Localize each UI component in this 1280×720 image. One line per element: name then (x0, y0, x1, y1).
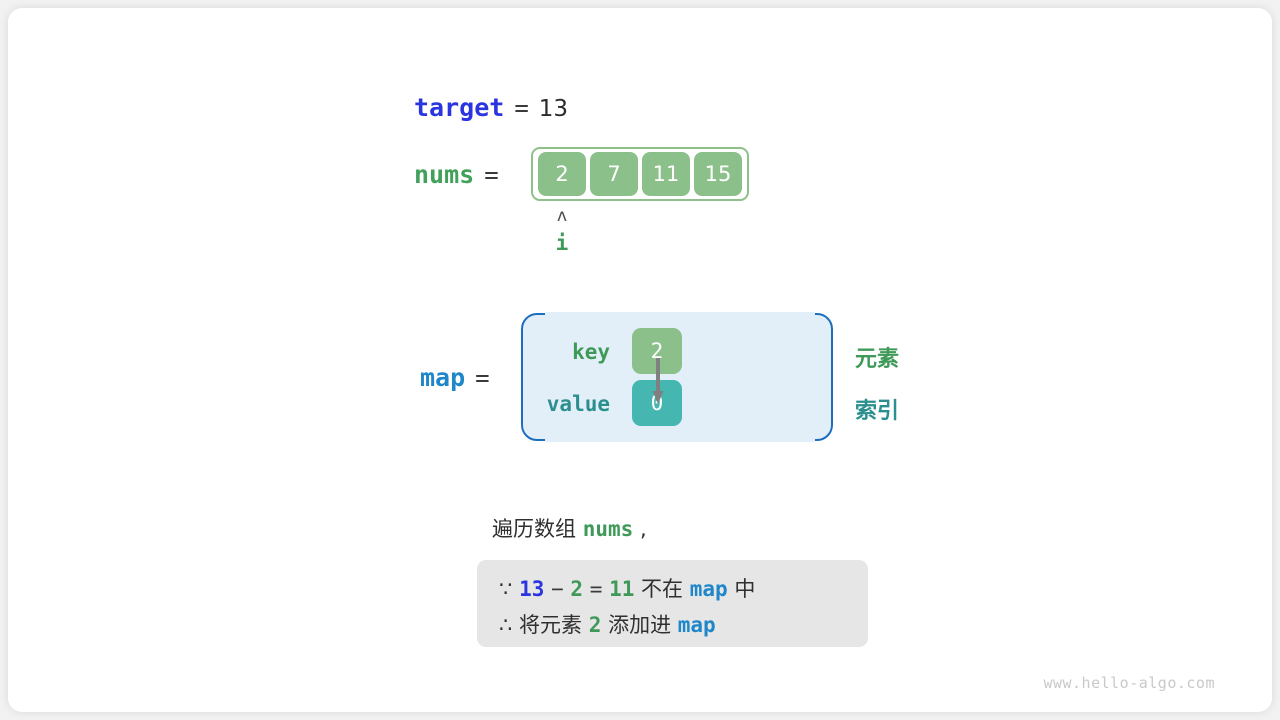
caption-code: nums (582, 517, 634, 541)
map-row: map = (420, 363, 500, 392)
note2-mid: 添加进 (601, 613, 678, 637)
target-variable-label: target (414, 93, 505, 122)
note1-minus: − (551, 577, 564, 601)
because-symbol: ∵ (499, 577, 513, 601)
side-label-element: 元素 (855, 347, 900, 372)
explanation-line-2: ∴ 将元素 2 添加进 map (499, 607, 846, 643)
nums-array-frame: 2 7 11 15 (531, 147, 749, 201)
therefore-symbol: ∴ (499, 613, 513, 637)
index-pointer-label: i (555, 231, 569, 255)
map-key-label: key (572, 340, 610, 364)
note1-equals: = (589, 577, 603, 601)
explanation-line-1: ∵ 13 − 2 = 11 不在 map 中 (499, 571, 846, 607)
explanation-box: ∵ 13 − 2 = 11 不在 map 中 ∴ 将元素 2 添加进 map (477, 560, 868, 647)
array-cell-0: 2 (538, 152, 586, 196)
target-value: 13 (538, 96, 569, 122)
array-cell-3: 15 (694, 152, 742, 196)
nums-equals-sign: = (484, 160, 499, 189)
index-pointer: ʌ i (540, 208, 584, 256)
note1-tail: 中 (727, 577, 756, 601)
note2-pre: 将元素 (512, 613, 589, 637)
target-row: target = 13 (414, 93, 568, 122)
target-equals-sign: = (514, 94, 529, 122)
map-variable-label: map (420, 363, 466, 392)
note1-mid: 不在 (634, 577, 690, 601)
caption-suffix: , (633, 517, 647, 541)
nums-variable-label: nums (414, 160, 475, 189)
watermark: www.hello-algo.com (1043, 674, 1215, 692)
note2-value: 2 (588, 613, 602, 637)
note1-result: 11 (609, 577, 635, 601)
caption-text: 遍历数组 nums , (492, 513, 647, 543)
nums-row: nums = (414, 160, 509, 189)
array-cell-2: 11 (642, 152, 690, 196)
note1-current: 2 (570, 577, 584, 601)
note1-target: 13 (519, 577, 545, 601)
note1-map: map (689, 577, 728, 601)
map-equals-sign: = (475, 364, 490, 392)
note2-map: map (677, 613, 716, 637)
caption-prefix: 遍历数组 (492, 517, 583, 541)
key-to-value-arrow-icon (652, 358, 664, 404)
array-cell-1: 7 (590, 152, 638, 196)
side-label-index: 索引 (855, 399, 900, 424)
caret-up-icon: ʌ (556, 206, 568, 226)
map-value-label: value (546, 392, 610, 416)
